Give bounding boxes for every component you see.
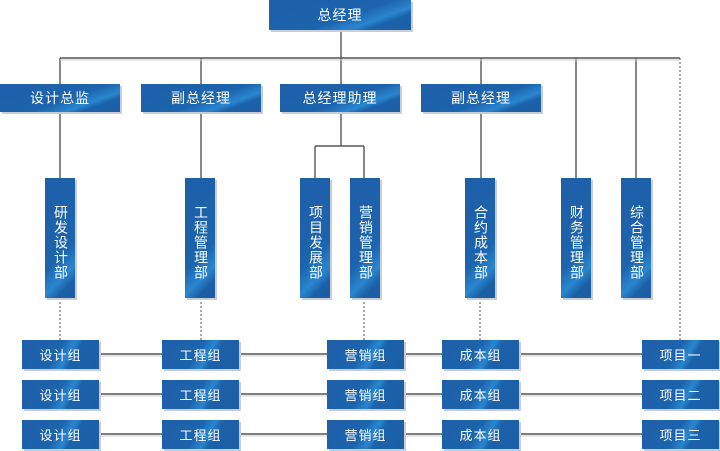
design-director-node[interactable]: 设计总监 xyxy=(0,84,120,112)
dept-finance[interactable]: 财务管理部 xyxy=(561,178,591,298)
dept-engineering[interactable]: 工程管理部 xyxy=(185,178,215,298)
project-node[interactable]: 项目二 xyxy=(642,380,719,409)
design-group[interactable]: 设计组 xyxy=(22,340,99,369)
dept-marketing[interactable]: 营销管理部 xyxy=(350,178,380,298)
project-node[interactable]: 项目三 xyxy=(642,420,719,449)
dept-admin[interactable]: 综合管理部 xyxy=(621,178,651,298)
cost-group[interactable]: 成本组 xyxy=(442,380,519,409)
marketing-group[interactable]: 营销组 xyxy=(327,380,404,409)
dept-contract-cost[interactable]: 合约成本部 xyxy=(465,178,495,298)
deputy-gm-node-1[interactable]: 副总经理 xyxy=(141,84,261,112)
deputy-gm-node-2[interactable]: 副总经理 xyxy=(421,84,541,112)
general-manager-node[interactable]: 总经理 xyxy=(269,0,411,30)
cost-group[interactable]: 成本组 xyxy=(442,340,519,369)
marketing-group[interactable]: 营销组 xyxy=(327,420,404,449)
cost-group[interactable]: 成本组 xyxy=(442,420,519,449)
dept-rd-design[interactable]: 研发设计部 xyxy=(45,178,75,298)
engineering-group[interactable]: 工程组 xyxy=(162,420,239,449)
dept-project-dev[interactable]: 项目发展部 xyxy=(300,178,330,298)
design-group[interactable]: 设计组 xyxy=(22,420,99,449)
gm-assistant-node[interactable]: 总经理助理 xyxy=(280,84,400,112)
design-group[interactable]: 设计组 xyxy=(22,380,99,409)
project-node[interactable]: 项目一 xyxy=(642,340,719,369)
engineering-group[interactable]: 工程组 xyxy=(162,380,239,409)
engineering-group[interactable]: 工程组 xyxy=(162,340,239,369)
marketing-group[interactable]: 营销组 xyxy=(327,340,404,369)
